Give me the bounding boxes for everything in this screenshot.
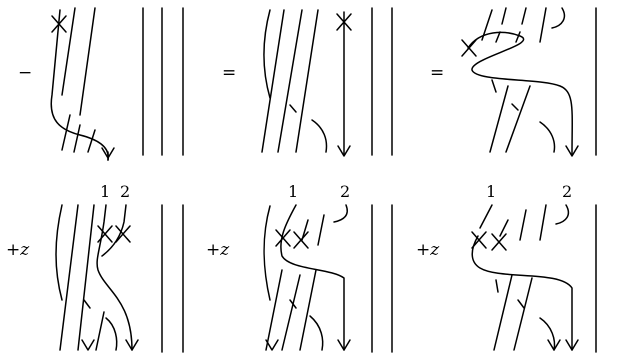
panel-4-arrowhead-2: [125, 339, 139, 351]
panel-1-strand-d: [61, 114, 71, 151]
panel-3-strand-e: [551, 7, 566, 29]
panel-4-strand-b: [59, 204, 79, 351]
panel-6-strand-d: [539, 204, 547, 241]
panel-1-strand-c: [79, 7, 96, 116]
panel-5-arrowhead-1: [265, 339, 279, 351]
panel-1-arrowhead: [101, 147, 115, 159]
panel-6-strand-k: [539, 317, 556, 351]
panel-5-cross-marker-1: [275, 229, 291, 247]
panel-5-sign: +: [206, 240, 220, 260]
panel-5: +z 1 2: [206, 182, 393, 353]
panel-2-sign: =: [222, 63, 236, 83]
panel-6: +z 1 2: [416, 182, 597, 353]
panel-4-strand-h: [105, 317, 118, 351]
panel-6-prefix: +z: [416, 240, 440, 260]
panel-6-strand-g: [495, 279, 499, 293]
panel-5-strand-j: [309, 315, 324, 351]
panel-4: +z 1 2: [6, 182, 184, 353]
panel-6-strand-i: [513, 277, 533, 351]
panel-1-strand-a: [50, 9, 109, 161]
panel-4-strand-a: [55, 204, 63, 301]
panel-3-cross-marker: [461, 39, 477, 57]
panel-3-strand-k: [539, 121, 556, 153]
panel-5-strand-e: [333, 204, 348, 223]
panel-4-marker-1: 1: [100, 182, 110, 201]
panel-6-strand-e: [555, 204, 570, 225]
panel-5-marker-1: 1: [288, 182, 298, 201]
panel-5-var: z: [219, 240, 230, 260]
panel-5-cross-marker-2: [293, 231, 309, 249]
panel-2: =: [222, 7, 393, 157]
panel-4-prefix: +z: [6, 240, 30, 260]
panel-3-strand-g: [491, 79, 497, 93]
panel-3-loop-strand: [467, 31, 573, 156]
panel-6-marker-1: 1: [486, 182, 496, 201]
panel-5-strand-d: [317, 214, 325, 246]
panel-6-arrowhead-2: [565, 339, 579, 351]
panel-1-sign: −: [18, 63, 32, 83]
panel-4-strand-g: [95, 311, 105, 351]
panel-6-strand-h: [493, 274, 513, 351]
panel-4-marker-2: 2: [120, 182, 130, 201]
panel-4-var: z: [19, 240, 30, 260]
panel-3-strand-d: [539, 7, 547, 43]
panel-5-strand-g: [281, 274, 301, 351]
panel-6-strand-a: [479, 204, 493, 229]
panel-5-strand-a: [263, 205, 271, 301]
panel-3-arrowhead: [565, 145, 579, 157]
panel-6-arrowhead-1: [547, 339, 561, 351]
panel-6-loop-strand: [471, 235, 573, 351]
panel-3-strand-i: [505, 85, 531, 153]
panel-2-cross-marker: [336, 13, 352, 31]
panel-3-strand-b: [495, 7, 507, 43]
panel-5-strand-h: [299, 269, 317, 351]
panel-2-strand-c: [277, 9, 303, 153]
panel-5-arrowhead-2: [337, 339, 351, 351]
panel-5-strand-f: [265, 269, 283, 351]
panel-4-cross-marker-2: [115, 225, 131, 243]
panel-6-strand-b: [499, 219, 509, 237]
panel-3-strand-c: [515, 7, 527, 43]
panel-6-marker-2: 2: [562, 182, 572, 201]
panel-5-prefix: +z: [206, 240, 230, 260]
panel-4-strand-c: [77, 204, 95, 351]
panel-1-cross-marker: [51, 15, 67, 33]
panel-1-strand-b: [61, 7, 76, 96]
panel-1-strand-e: [73, 124, 81, 153]
panel-4-arrowhead-1: [81, 339, 95, 351]
panel-5-marker-2: 2: [340, 182, 350, 201]
panel-4-cross-marker-1: [97, 225, 113, 243]
panel-1-strand-f: [87, 129, 96, 153]
panel-6-sign: +: [416, 240, 430, 260]
panel-3-sign: =: [430, 63, 444, 83]
panel-6-cross-marker-1: [471, 231, 487, 249]
panel-3: =: [430, 7, 597, 157]
panel-3-strand-h: [489, 85, 509, 153]
panel-2-strand-e: [289, 104, 297, 113]
panel-2-strand-f: [311, 119, 328, 153]
panel-4-strand-f: [83, 299, 91, 309]
panel-2-strand-d: [295, 9, 319, 153]
panel-6-strand-j: [517, 299, 525, 309]
panel-3-strand-j: [511, 103, 519, 111]
panel-4-sign: +: [6, 240, 20, 260]
panel-2-strand-a: [263, 9, 271, 99]
panel-6-strand-c: [519, 209, 527, 241]
panel-5-strand-b: [280, 204, 345, 351]
panel-2-strand-b: [261, 9, 285, 153]
panel-2-arrowhead: [337, 145, 351, 157]
panel-6-var: z: [429, 240, 440, 260]
panel-6-cross-marker-2: [491, 233, 507, 251]
panel-1: −: [18, 7, 184, 161]
panel-5-strand-i: [289, 299, 297, 309]
